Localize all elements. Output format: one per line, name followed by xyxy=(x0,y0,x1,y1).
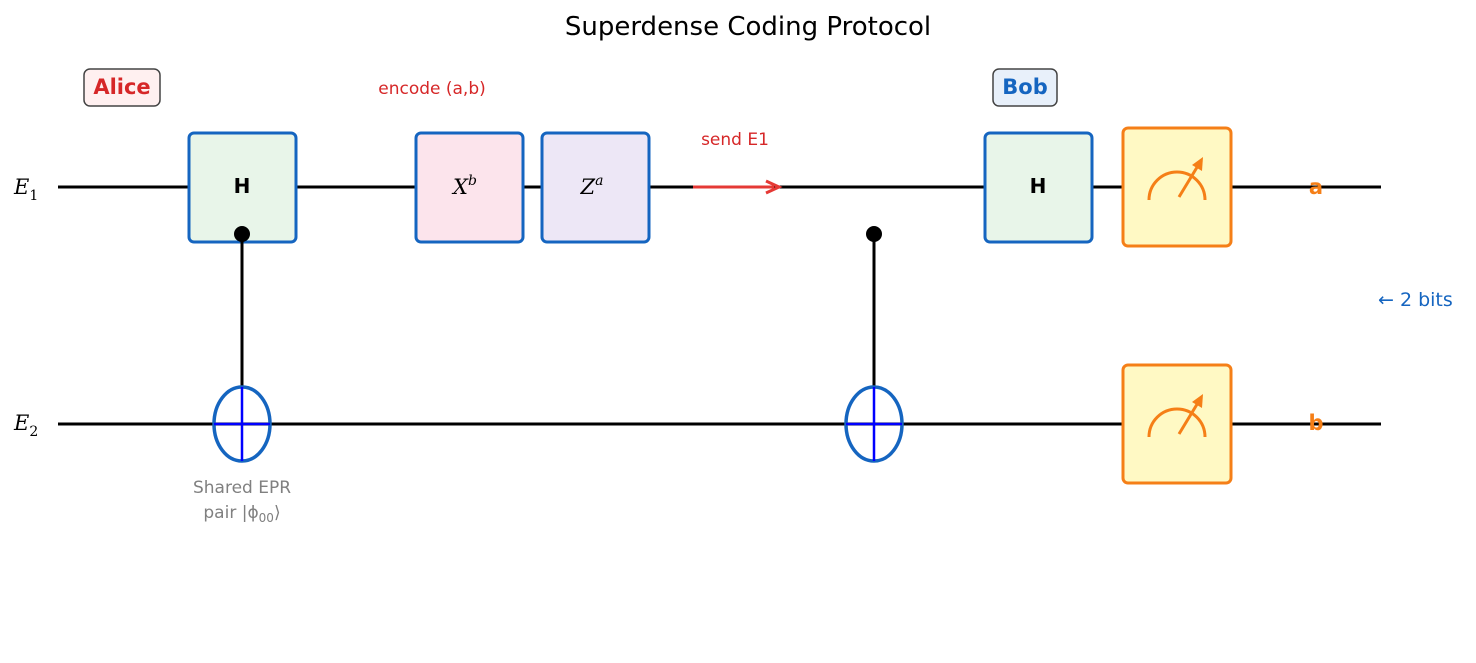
z-gate: Za xyxy=(540,131,651,244)
epr-note-line1: Shared EPR xyxy=(193,478,291,498)
cnot-target-icon xyxy=(212,385,272,463)
h-gate-bob-box xyxy=(983,131,1094,244)
h-gate-bob-label: H xyxy=(1030,174,1047,198)
z-gate-label: Za xyxy=(580,173,604,199)
alice-label-text: Alice xyxy=(93,75,150,99)
diagram-title: Superdense Coding Protocol xyxy=(565,12,931,42)
z-gate-box xyxy=(540,131,651,244)
alice-label: Alice xyxy=(83,68,161,107)
control-dot-icon xyxy=(234,226,250,242)
cnot-target-icon xyxy=(844,385,904,463)
measure-e2 xyxy=(1121,363,1233,485)
encode-note: encode (a,b) xyxy=(378,79,486,99)
measure-e2-box xyxy=(1121,363,1233,485)
output-b: b xyxy=(1308,411,1323,435)
bits-note: ← 2 bits xyxy=(1378,289,1453,311)
measure-e1 xyxy=(1121,126,1233,248)
send-note: send E1 xyxy=(701,130,769,150)
meter-icon xyxy=(1147,157,1207,201)
bob-label: Bob xyxy=(992,68,1058,107)
wire-label-e2: E2 xyxy=(13,411,38,440)
epr-note-line2: pair |ϕ00⟩ xyxy=(203,503,280,525)
h-gate-alice: H xyxy=(187,131,298,244)
arrow-right-icon xyxy=(693,179,783,195)
control-dot-icon xyxy=(866,226,882,242)
meter-icon xyxy=(1147,394,1207,438)
x-gate-box xyxy=(414,131,525,244)
x-gate-label: Xb xyxy=(451,173,477,199)
measure-e1-box xyxy=(1121,126,1233,248)
wire-label-e1: E1 xyxy=(13,175,38,204)
h-gate-alice-label: H xyxy=(234,174,251,198)
alice-label-box xyxy=(83,68,161,107)
output-a: a xyxy=(1309,175,1323,199)
bob-label-text: Bob xyxy=(1002,75,1047,99)
bob-label-box xyxy=(992,68,1058,107)
x-gate: Xb xyxy=(414,131,525,244)
h-gate-bob: H xyxy=(983,131,1094,244)
